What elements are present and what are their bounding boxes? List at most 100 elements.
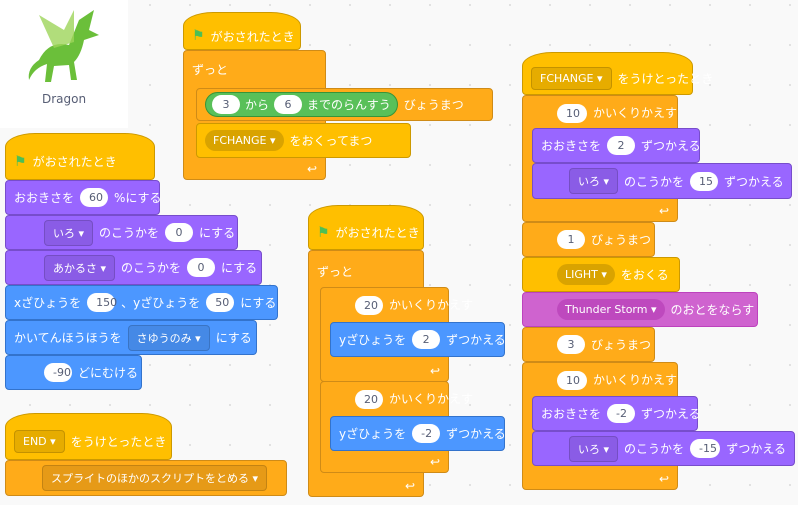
effect-dropdown[interactable]: いろ ▾	[569, 435, 619, 462]
wait-block[interactable]: 1 びょうまつ	[522, 222, 655, 257]
hat-label: がおされたとき	[32, 155, 117, 169]
label: ずつかえる	[724, 174, 784, 189]
forever-label: ずっと	[317, 265, 354, 279]
forever-label: ずっと	[192, 63, 229, 77]
repeat-count-input[interactable]: 10	[557, 371, 587, 390]
label: のこうかを	[121, 261, 182, 275]
y-change-input[interactable]: 2	[412, 330, 441, 349]
when-receive-hat[interactable]: FCHANGE ▾ をうけとったとき	[522, 52, 713, 95]
label: ずつかえる	[446, 427, 506, 441]
when-flag-clicked-hat[interactable]: ⚑がおされたとき	[308, 205, 424, 250]
effect-dropdown[interactable]: あかるさ ▾	[44, 254, 116, 281]
stop-block[interactable]: スプライトのほかのスクリプトをとめる ▾	[5, 460, 287, 496]
y-input[interactable]: 50	[206, 293, 235, 312]
label: にする	[240, 296, 277, 310]
point-in-direction-block[interactable]: -90 どにむける	[5, 355, 142, 390]
effect-value: いろ	[578, 175, 600, 188]
direction-input[interactable]: -90	[44, 363, 72, 382]
broadcast-label: をおくってまつ	[289, 134, 373, 148]
when-receive-hat[interactable]: END ▾ をうけとったとき	[5, 413, 172, 460]
play-sound-block[interactable]: Thunder Storm ▾ のおとをならす	[522, 292, 758, 327]
broadcast-block[interactable]: LIGHT ▾をおくる	[522, 257, 680, 292]
hat-label: をうけとったとき	[617, 72, 714, 86]
label: にする	[215, 331, 252, 345]
message-value: LIGHT	[565, 268, 598, 281]
size-change-input[interactable]: -2	[607, 404, 636, 423]
label: ずつかえる	[641, 139, 701, 153]
message-value: FCHANGE	[540, 72, 594, 85]
sound-dropdown[interactable]: Thunder Storm ▾	[557, 299, 665, 320]
effect-dropdown[interactable]: いろ ▾	[569, 168, 619, 194]
label: xざひょうを	[14, 296, 82, 310]
label: おおきさを	[541, 407, 602, 421]
random-label-end: までのらんすう	[307, 98, 391, 112]
random-from-input[interactable]: 3	[212, 95, 240, 114]
effect-dropdown[interactable]: いろ ▾	[44, 219, 94, 246]
random-to-input[interactable]: 6	[274, 95, 303, 114]
label: yざひょうを	[339, 427, 407, 441]
effect-value: あかるさ	[53, 261, 97, 275]
effect-value: いろ	[53, 226, 75, 240]
effect-change-input[interactable]: -15	[690, 439, 721, 458]
repeat-count-input[interactable]: 20	[355, 390, 383, 409]
repeat-count-input[interactable]: 10	[557, 104, 587, 123]
green-flag-icon: ⚑	[14, 153, 27, 170]
message-dropdown[interactable]: FCHANGE ▾	[205, 130, 284, 151]
label: かいくりかえす	[592, 373, 677, 387]
message-dropdown[interactable]: FCHANGE ▾	[531, 67, 612, 90]
dragon-icon	[28, 10, 99, 82]
broadcast-and-wait-block[interactable]: FCHANGE ▾ をおくってまつ	[196, 123, 411, 158]
sound-value: Thunder Storm	[565, 303, 648, 316]
hat-label: をうけとったとき	[70, 435, 167, 449]
when-flag-clicked-hat[interactable]: ⚑ がおされたとき	[183, 12, 301, 50]
rotation-value: さゆうのみ	[136, 331, 192, 345]
when-flag-clicked-hat[interactable]: ⚑ がおされたとき	[5, 133, 155, 180]
set-rotation-style-block[interactable]: かいてんほうほうをさゆうのみ ▾にする	[5, 320, 257, 355]
label: おおきさを	[541, 139, 602, 153]
sprite-thumbnail[interactable]: Dragon	[0, 0, 128, 128]
hat-label: がおされたとき	[210, 29, 295, 44]
go-to-xy-block[interactable]: xざひょうを 150 、yざひょうを 50 にする	[5, 285, 278, 320]
label: 、yざひょうを	[121, 296, 201, 310]
effect-input[interactable]: 0	[165, 223, 194, 242]
hat-label: がおされたとき	[335, 226, 420, 240]
x-input[interactable]: 150	[87, 293, 117, 312]
loop-arrow-icon: ↩	[429, 455, 440, 469]
message-dropdown[interactable]: END ▾	[14, 430, 65, 453]
loop-arrow-icon: ↩	[404, 479, 415, 493]
stop-option-dropdown[interactable]: スプライトのほかのスクリプトをとめる ▾	[42, 465, 268, 491]
label: かいくりかえす	[389, 298, 474, 312]
wait-seconds-input[interactable]: 1	[557, 230, 585, 249]
effect-input[interactable]: 0	[187, 258, 216, 277]
change-y-block[interactable]: yざひょうを -2 ずつかえる	[330, 416, 506, 451]
sprite-name: Dragon	[41, 92, 87, 106]
y-change-input[interactable]: -2	[412, 424, 441, 443]
label: びょうまつ	[591, 233, 652, 247]
rotation-style-dropdown[interactable]: さゆうのみ ▾	[127, 324, 210, 351]
wait-seconds-input[interactable]: 3	[557, 335, 585, 354]
size-input[interactable]: 60	[80, 188, 109, 207]
repeat-count-input[interactable]: 20	[355, 296, 383, 315]
size-change-input[interactable]: 2	[607, 136, 636, 155]
loop-arrow-icon: ↩	[658, 472, 669, 486]
change-size-block[interactable]: おおきさを 2 ずつかえる	[532, 128, 701, 163]
label: かいくりかえす	[592, 106, 677, 120]
label: どにむける	[78, 366, 139, 380]
label: ずつかえる	[446, 333, 506, 347]
effect-change-input[interactable]: 15	[690, 171, 719, 191]
loop-arrow-icon: ↩	[429, 364, 440, 378]
label: にする	[199, 226, 236, 240]
message-dropdown[interactable]: LIGHT ▾	[557, 264, 615, 285]
label: のおとをならす	[670, 303, 755, 317]
green-flag-icon: ⚑	[192, 28, 205, 44]
